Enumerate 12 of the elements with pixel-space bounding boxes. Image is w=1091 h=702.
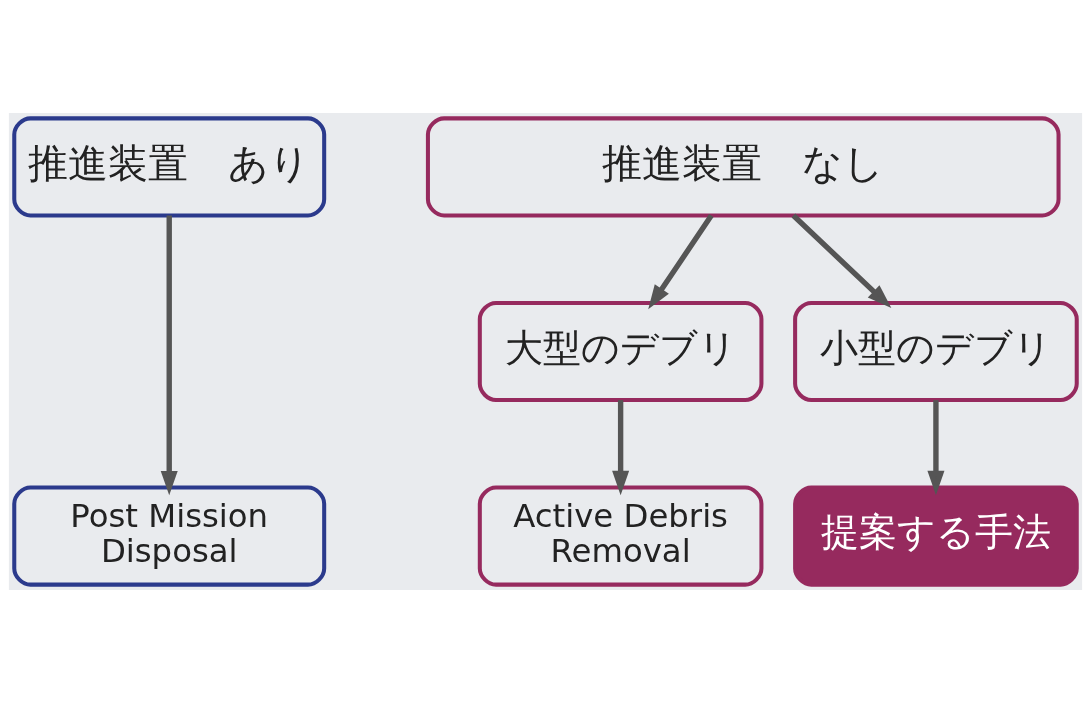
arrow [160,214,178,495]
node-box: 推進装置 なし [425,115,1061,217]
arrow [927,399,945,495]
node-box: 小型のデブリ [793,300,1079,402]
arrow [648,213,714,309]
node-box: 大型のデブリ [477,300,764,402]
node-box: 推進装置 あり [12,115,327,217]
node-box: 提案する手法 [793,485,1079,587]
node-box: Active Debris Removal [477,485,764,587]
arrow [612,399,630,495]
node-box: Post Mission Disposal [12,485,327,587]
arrow [791,213,892,308]
